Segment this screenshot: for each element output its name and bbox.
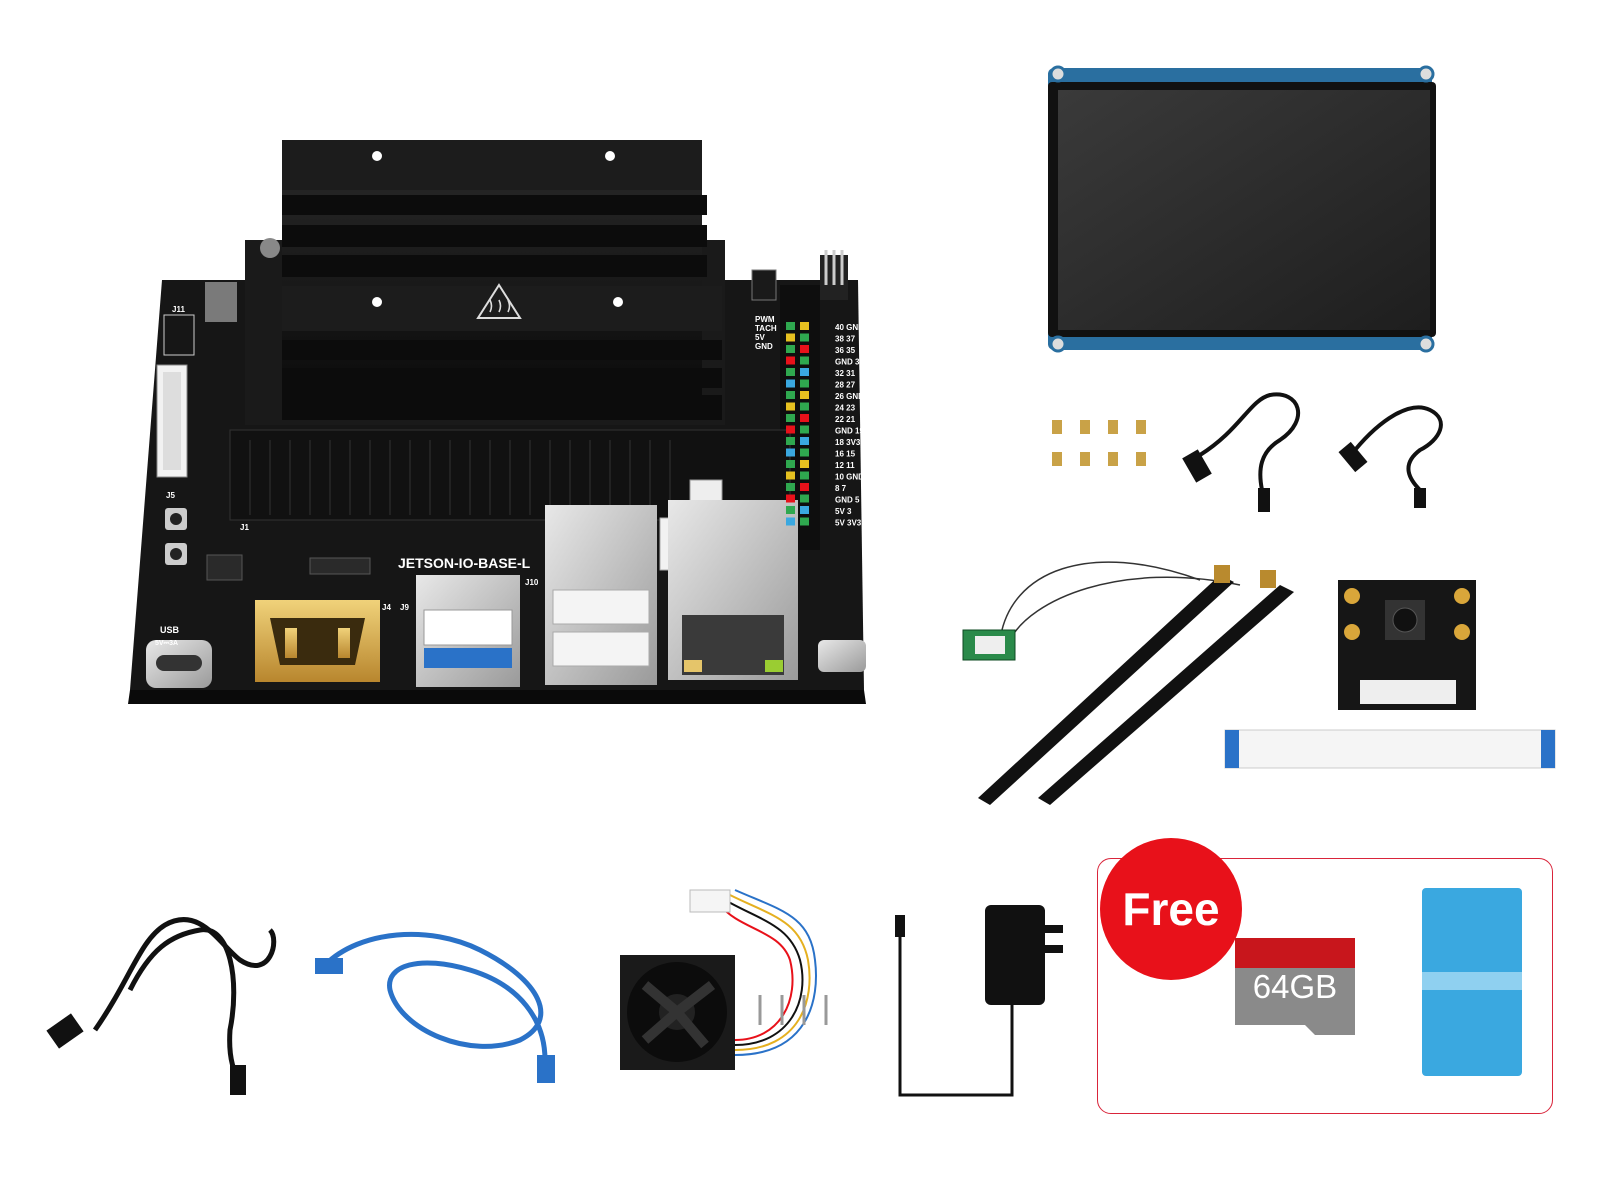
gpio-pin bbox=[800, 322, 809, 330]
gpio-pin bbox=[786, 322, 795, 330]
fpc-ribbon-cable bbox=[1224, 729, 1556, 769]
fan-label-tach: TACH bbox=[755, 324, 777, 333]
j4-label: J4 bbox=[382, 603, 391, 612]
gpio-pin bbox=[800, 425, 809, 434]
gpio-pin bbox=[786, 402, 795, 411]
fan-label-pwm: PWM bbox=[755, 315, 775, 324]
card-reader bbox=[1422, 888, 1522, 1076]
gpio-pin-label: 18 3V3 bbox=[835, 438, 861, 447]
fan-label-gnd: GND bbox=[755, 342, 773, 351]
gpio-pin-label: 40 GND bbox=[835, 323, 864, 332]
gpio-pin bbox=[786, 379, 795, 388]
gpio-pin bbox=[800, 437, 809, 445]
gpio-pin bbox=[800, 494, 809, 503]
usb-c-port bbox=[146, 640, 212, 688]
gpio-pin-label: 24 23 bbox=[835, 404, 856, 413]
ethernet-port bbox=[668, 500, 798, 680]
sd-card-capacity: 64GB bbox=[1253, 968, 1337, 1005]
usb3-port bbox=[416, 575, 520, 687]
gpio-pin bbox=[786, 437, 795, 445]
gpio-pin-label: 26 GND bbox=[835, 392, 864, 401]
gpio-pin bbox=[786, 414, 795, 422]
gpio-pin bbox=[786, 448, 795, 457]
dual-usb-port bbox=[545, 505, 657, 685]
gpio-pin-label: 10 GND bbox=[835, 473, 864, 482]
gpio-pin bbox=[800, 448, 809, 457]
gpio-pin-label: 28 27 bbox=[835, 381, 856, 390]
gpio-pin-label: 12 11 bbox=[835, 461, 855, 470]
usb-to-micro-usb-cable bbox=[46, 917, 277, 1095]
gpio-pin-label: 8 7 bbox=[835, 484, 847, 493]
gpio-pin-labels: 40 GND 38 37 36 35 GND 33 32 31 28 27 26 GND 24… bbox=[835, 323, 864, 528]
j9-label: J9 bbox=[400, 603, 409, 612]
board-name-label: JETSON-IO-BASE-L bbox=[398, 555, 531, 571]
gpio-pin-label: 36 35 bbox=[835, 346, 856, 355]
gpio-pin-label: 5V 3 bbox=[835, 507, 852, 516]
cooling-fan bbox=[620, 889, 817, 1070]
gpio-pin bbox=[786, 483, 795, 491]
gpio-pin bbox=[786, 517, 795, 526]
gpio-pin bbox=[786, 494, 795, 503]
gpio-pin-label: GND 19 bbox=[835, 427, 864, 436]
micro-usb-port bbox=[818, 640, 866, 672]
gpio-pin bbox=[800, 414, 809, 422]
gpio-pin bbox=[800, 379, 809, 388]
j1-label: J1 bbox=[240, 523, 249, 532]
gpio-pin-label: GND 5 bbox=[835, 496, 860, 505]
gpio-pin bbox=[800, 345, 809, 353]
gpio-pin bbox=[800, 471, 809, 480]
hdmi-cable bbox=[1182, 392, 1301, 512]
gpio-pin bbox=[786, 425, 795, 434]
ethernet-cable bbox=[315, 931, 555, 1083]
hot-surface-warning-icon bbox=[476, 283, 522, 319]
hdmi-port bbox=[255, 600, 380, 682]
jetson-heatsink bbox=[245, 140, 725, 425]
camera-module bbox=[1338, 580, 1476, 710]
gpio-pin bbox=[786, 471, 795, 480]
gpio-pin bbox=[800, 506, 809, 514]
gpio-pin-label: 16 15 bbox=[835, 450, 856, 459]
gpio-pin bbox=[800, 333, 809, 342]
gpio-pin bbox=[800, 402, 809, 411]
gpio-pin-label: 32 31 bbox=[835, 369, 856, 378]
j5-label: J5 bbox=[166, 491, 175, 500]
gpio-pin bbox=[786, 333, 795, 342]
j11-label: J11 bbox=[172, 305, 185, 314]
gpio-pin bbox=[800, 391, 809, 399]
usb-label: USB bbox=[160, 625, 180, 635]
usb-spec-label: 5V⎓3A bbox=[155, 640, 178, 647]
gpio-pin bbox=[800, 517, 809, 526]
free-bundle-box bbox=[1097, 858, 1553, 1114]
power-adapter bbox=[895, 905, 1063, 1097]
ds1-label: DS1 bbox=[870, 613, 886, 622]
gpio-pins bbox=[786, 322, 809, 526]
gpio-pin bbox=[786, 506, 795, 514]
gpio-pin bbox=[800, 483, 809, 491]
wireless-module-with-antennas bbox=[962, 561, 1294, 805]
gpio-pin bbox=[786, 356, 795, 365]
gpio-pin bbox=[800, 460, 809, 468]
j10-label: J10 bbox=[525, 578, 539, 587]
gpio-pin-label: 5V 3V3 bbox=[835, 519, 862, 528]
fan-label-5v: 5V bbox=[755, 333, 765, 342]
gpio-pin bbox=[800, 368, 809, 376]
micro-sd-card: 64GB bbox=[1235, 938, 1355, 1035]
free-badge: Free bbox=[1100, 838, 1242, 980]
fan-screws bbox=[758, 995, 828, 1025]
fan-header-labels: PWM TACH 5V GND bbox=[755, 315, 777, 351]
gpio-pin bbox=[786, 460, 795, 468]
hdmi-display bbox=[1048, 65, 1436, 353]
usb-cable bbox=[1338, 405, 1443, 508]
gpio-pin bbox=[786, 345, 795, 353]
gpio-pin bbox=[786, 391, 795, 399]
gpio-pin-label: 38 37 bbox=[835, 335, 856, 344]
gpio-pin-label: GND 33 bbox=[835, 358, 864, 367]
gpio-pin bbox=[800, 356, 809, 365]
gpio-pin-label: 22 21 bbox=[835, 415, 856, 424]
brass-standoffs bbox=[1052, 420, 1146, 466]
j13-label: J13 bbox=[868, 661, 882, 670]
gpio-pin bbox=[786, 368, 795, 376]
